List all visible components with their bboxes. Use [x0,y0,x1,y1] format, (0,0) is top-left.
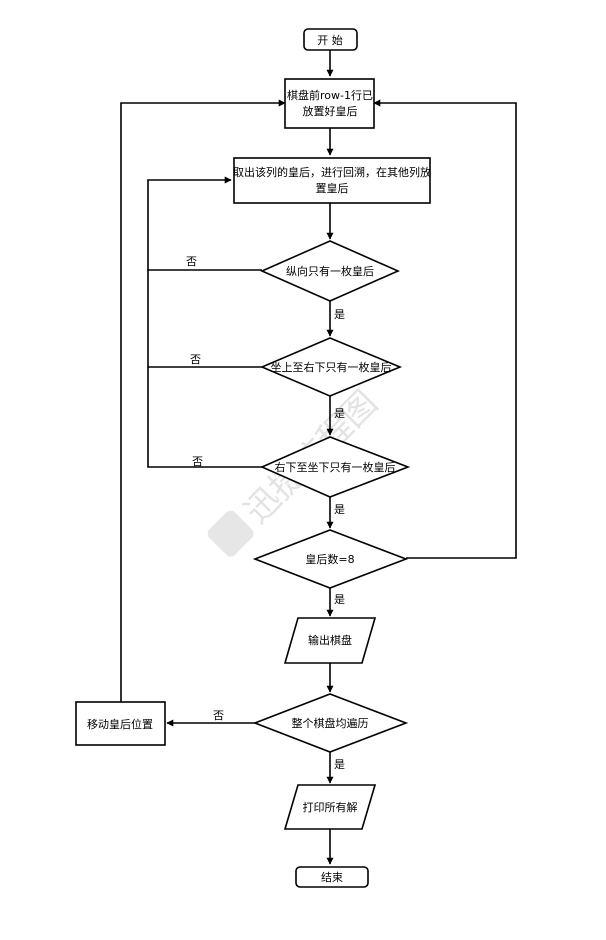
edge-label-yes-diag1: 是 [334,407,345,420]
edge-label-no-diag2: 否 [192,455,203,468]
node-backtrack: 取出该列的皇后，进行回溯，在其他列放 置皇后 [233,157,431,204]
node-end: 结束 [295,866,369,888]
node-check-column: 纵向只有一枚皇后 [260,240,400,302]
arrow-count-loop [373,99,517,559]
arrow-move-to-placed [120,99,286,702]
edge-label-no-column: 否 [186,255,197,268]
node-backtrack-label-1: 取出该列的皇后，进行回溯，在其他列放 [233,165,431,179]
node-start: 开 始 [303,28,358,51]
node-print-all: 打印所有解 [283,784,377,830]
node-start-label: 开 始 [317,33,343,47]
node-backtrack-label-2: 置皇后 [316,181,349,195]
node-check-traversed: 整个棋盘均遍历 [252,693,409,753]
node-move-queen: 移动皇后位置 [75,701,166,746]
node-output-board: 输出棋盘 [283,617,377,664]
node-check-diag2-label: 右下至坐下只有一枚皇后 [275,460,396,474]
edge-label-yes-column: 是 [334,308,345,321]
node-output-board-label: 输出棋盘 [308,633,352,647]
watermark-logo-icon [207,510,254,557]
arrow-diag1-no [147,270,262,368]
node-end-label: 结束 [321,871,343,884]
edge-label-yes-traversed: 是 [334,758,345,771]
connectors [120,50,517,865]
node-check-traversed-label: 整个棋盘均遍历 [292,716,369,730]
edge-labels: 否 否 否 否 是 是 是 是 是 [186,255,345,771]
node-placed-label-1: 棋盘前row-1行已 [287,88,373,102]
edge-label-no-traversed: 否 [213,709,224,722]
node-print-all-label: 打印所有解 [303,800,358,814]
node-placed: 棋盘前row-1行已 放置好皇后 [284,78,375,129]
node-placed-label-2: 放置好皇后 [303,104,358,118]
arrow-column-no [147,176,262,271]
arrow-diag2-no [147,367,262,468]
edge-label-yes-diag2: 是 [334,503,345,516]
node-check-count-label: 皇后数=8 [305,552,354,566]
node-move-queen-label: 移动皇后位置 [87,717,153,731]
node-check-diag2: 右下至坐下只有一枚皇后 [260,436,411,498]
node-check-column-label: 纵向只有一枚皇后 [286,264,374,278]
node-check-count: 皇后数=8 [252,529,409,589]
edge-label-no-diag1: 否 [190,353,201,366]
edge-label-yes-count: 是 [334,593,345,606]
node-check-diag1: 坐上至右下只有一枚皇后 [259,337,403,397]
node-check-diag1-label: 坐上至右下只有一枚皇后 [271,360,392,374]
